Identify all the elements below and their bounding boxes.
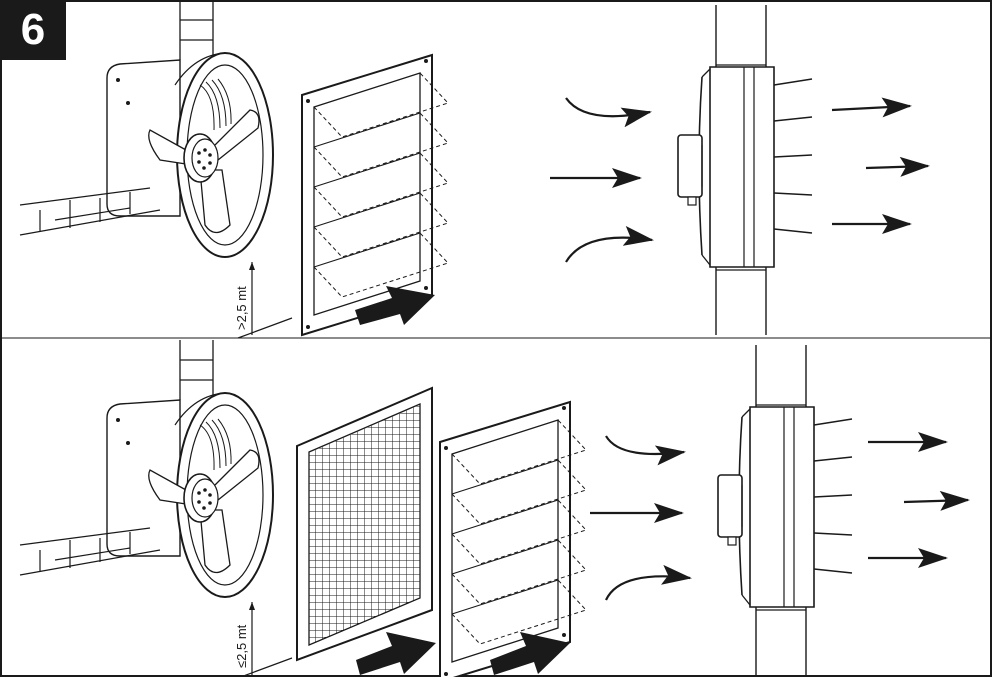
push-arrow-bottom-right bbox=[490, 632, 570, 675]
top-panel bbox=[19, 0, 930, 339]
curved-arrow-icon bbox=[605, 564, 692, 601]
louver-shutter-bottom bbox=[439, 401, 587, 682]
bottom-panel bbox=[19, 339, 970, 682]
curved-arrow-icon bbox=[605, 435, 686, 466]
curved-arrow-icon bbox=[565, 97, 652, 128]
push-arrow-bottom-left bbox=[356, 632, 436, 675]
fan-side-view-top bbox=[677, 4, 813, 336]
height-label-top: >2,5 mt bbox=[234, 286, 249, 330]
fan-perspective-bottom bbox=[19, 339, 293, 679]
height-label-bottom: ≤2,5 mt bbox=[234, 624, 249, 668]
push-arrow-top bbox=[355, 286, 435, 325]
louver-shutter-top bbox=[301, 54, 449, 336]
curved-arrow-icon bbox=[565, 225, 654, 263]
fan-side-view-bottom bbox=[717, 344, 853, 676]
arrow-right-icon bbox=[865, 156, 930, 177]
arrow-right-icon bbox=[831, 97, 912, 118]
mesh-grille bbox=[296, 386, 433, 662]
arrow-right-icon bbox=[903, 490, 970, 511]
figure-number-badge: 6 bbox=[0, 0, 66, 60]
